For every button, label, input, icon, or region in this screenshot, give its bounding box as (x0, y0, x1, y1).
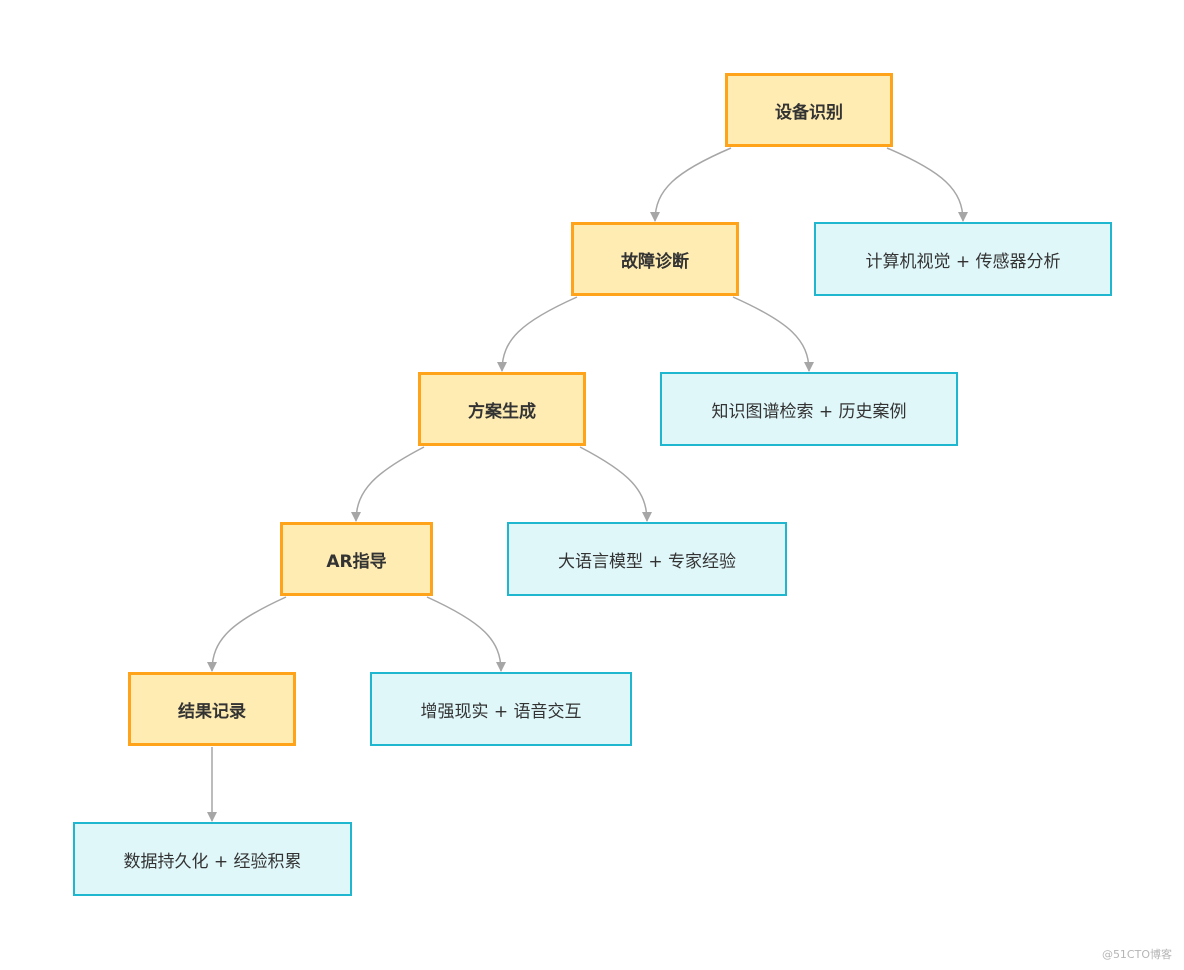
edge-solution-to-ar (351, 446, 425, 522)
edge-recognize-to-cv (886, 147, 968, 222)
node-llm-expert-experience: 大语言模型 + 专家经验 (507, 522, 787, 596)
node-ar-voice-interaction: 增强现实 + 语音交互 (370, 672, 632, 746)
node-cv-sensor-analysis: 计算机视觉 + 传感器分析 (814, 222, 1112, 296)
node-solution-generation: 方案生成 (418, 372, 586, 446)
node-knowledge-graph-retrieval: 知识图谱检索 + 历史案例 (660, 372, 958, 446)
node-fault-diagnosis: 故障诊断 (571, 222, 739, 296)
watermark: @51CTO博客 (1101, 948, 1172, 961)
edge-recognize-to-diagnose (650, 147, 732, 222)
edge-diagnose-to-kg (732, 296, 814, 372)
node-device-recognition: 设备识别 (725, 73, 893, 147)
node-data-persistence: 数据持久化 + 经验积累 (73, 822, 352, 896)
edge-ar-to-arvoice (426, 596, 506, 672)
node-result-record: 结果记录 (128, 672, 296, 746)
edge-diagnose-to-solution (497, 296, 578, 372)
node-ar-guidance: AR指导 (280, 522, 433, 596)
edge-ar-to-record (207, 596, 287, 672)
edge-solution-to-llm (579, 446, 652, 522)
